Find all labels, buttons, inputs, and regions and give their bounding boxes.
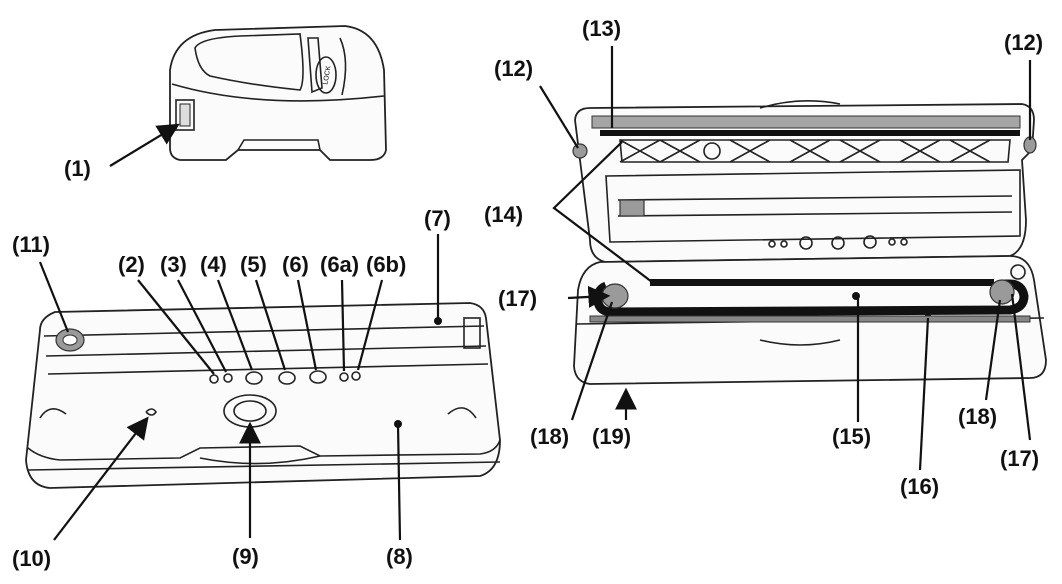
callout-lines bbox=[38, 46, 1032, 541]
callout-10: (10) bbox=[12, 546, 51, 571]
callout-line-2 bbox=[137, 279, 215, 375]
callout-line-16 bbox=[918, 317, 930, 471]
callout-6: (6) bbox=[282, 252, 309, 277]
callout-4: (4) bbox=[200, 252, 227, 277]
callout-7: (7) bbox=[424, 206, 451, 231]
callout-line-6a bbox=[340, 279, 346, 372]
callout-line-14 bbox=[552, 141, 653, 283]
callout-line-4 bbox=[216, 279, 254, 371]
callout-17-left: (17) bbox=[498, 286, 537, 311]
lock-text: LOCK bbox=[322, 65, 332, 85]
callout-9: (9) bbox=[232, 544, 259, 569]
callout-line-1 bbox=[109, 123, 180, 167]
callout-3: (3) bbox=[160, 252, 187, 277]
callout-line-5 bbox=[254, 279, 287, 371]
callout-11: (11) bbox=[12, 232, 50, 257]
lock-button bbox=[315, 56, 337, 94]
front-view-closed bbox=[25, 302, 501, 489]
callout-line-6b bbox=[356, 279, 384, 371]
callout-line-8 bbox=[396, 423, 402, 541]
callout-6a: (6a) bbox=[320, 252, 359, 277]
callout-13: (13) bbox=[582, 16, 621, 41]
callout-12-right: (12) bbox=[1004, 30, 1043, 55]
callout-line-17-left bbox=[567, 285, 611, 308]
callout-5: (5) bbox=[240, 252, 267, 277]
power-switch bbox=[175, 99, 195, 131]
callout-8: (8) bbox=[386, 544, 413, 569]
callout-6b: (6b) bbox=[366, 252, 406, 277]
callout-line-3 bbox=[177, 279, 227, 373]
callout-16: (16) bbox=[900, 474, 939, 499]
callout-1: (1) bbox=[64, 156, 91, 181]
callout-line-11 bbox=[38, 261, 70, 333]
callout-14: (14) bbox=[484, 202, 523, 227]
callout-line-18-right bbox=[984, 299, 1002, 401]
open-view bbox=[572, 100, 1047, 385]
callout-17-right: (17) bbox=[1000, 446, 1039, 471]
callout-12-left: (12) bbox=[494, 56, 533, 81]
callout-15: (15) bbox=[832, 424, 871, 449]
callout-line-18-left bbox=[570, 301, 614, 421]
callout-line-17-right bbox=[1010, 293, 1032, 441]
callout-labels: (1) (2) (3) (4) (5) (6) (6a) (6b) (7) (8… bbox=[12, 16, 1043, 571]
callout-line-10 bbox=[53, 416, 149, 541]
callout-line-12-left bbox=[539, 85, 579, 149]
callout-2: (2) bbox=[118, 252, 145, 277]
callout-19: (19) bbox=[592, 424, 631, 449]
callout-line-6 bbox=[296, 279, 318, 371]
callout-18-right: (18) bbox=[958, 404, 997, 429]
callout-18-left: (18) bbox=[530, 424, 569, 449]
side-view: LOCK bbox=[109, 25, 387, 167]
